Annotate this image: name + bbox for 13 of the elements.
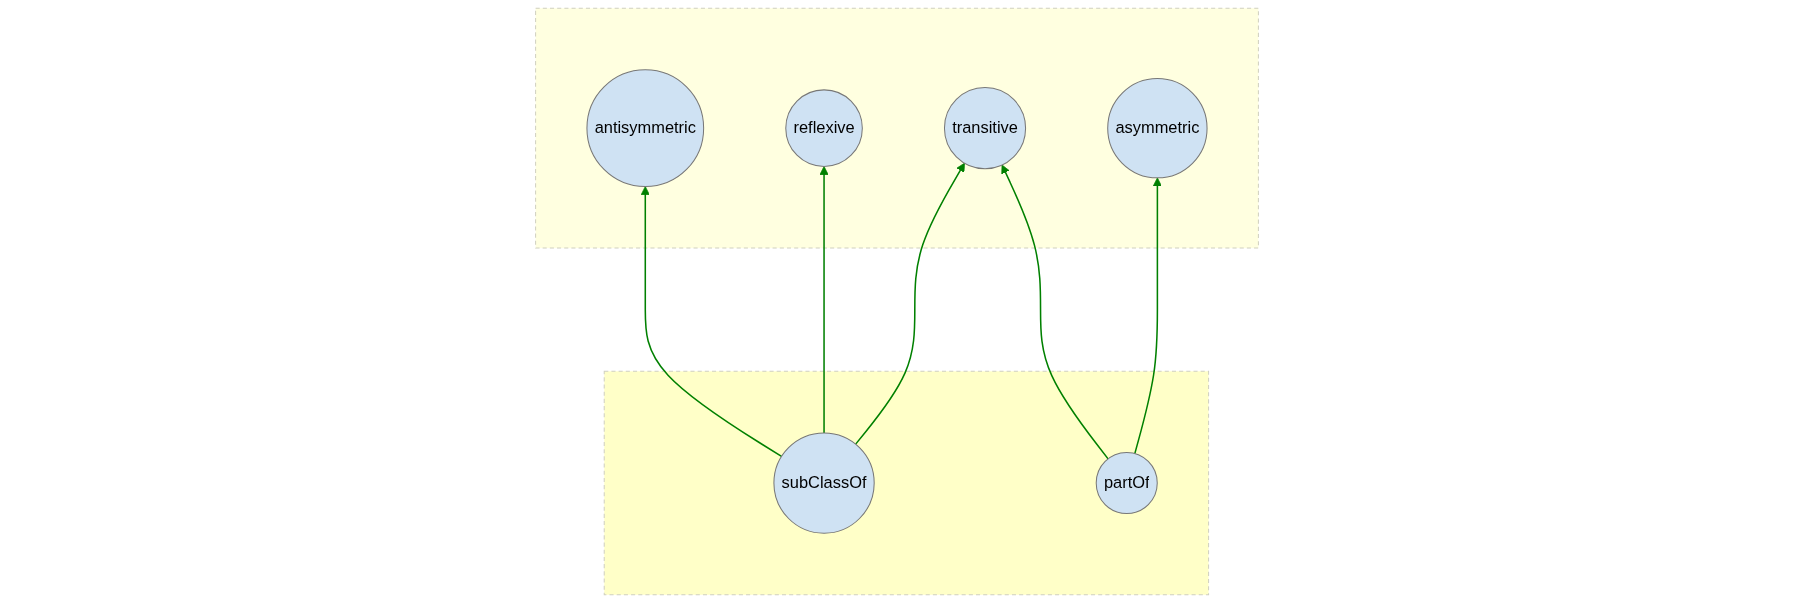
node-circle: asymmetric — [1107, 77, 1208, 179]
arrow — [819, 166, 829, 434]
arrow — [1134, 177, 1162, 455]
arrow — [1001, 164, 1109, 460]
arrow — [854, 162, 965, 445]
node-circle: antisymmetric — [586, 69, 705, 188]
cluster — [603, 370, 1210, 596]
node-circle: transitive — [943, 87, 1027, 170]
node-circle: partOf — [1095, 452, 1158, 515]
cluster — [535, 7, 1259, 249]
node-circle: reflexive — [785, 89, 863, 167]
arrow — [640, 186, 783, 458]
node-circle: subClassOf — [773, 432, 875, 534]
